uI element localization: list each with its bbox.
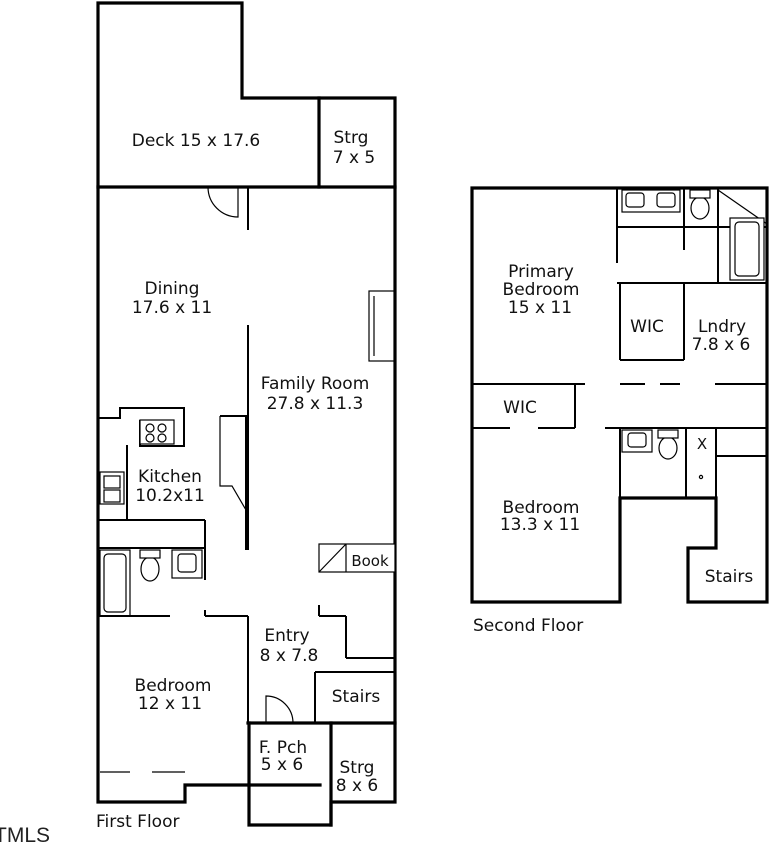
kitchen-counter-left — [97, 418, 128, 521]
stairs-label: Stairs — [332, 687, 381, 707]
dining-label: Dining — [145, 279, 200, 299]
hall-wic-label: WIC — [503, 398, 537, 418]
shower — [729, 217, 765, 281]
kitchen-counter-top — [98, 407, 185, 447]
storage-top-label: Strg — [334, 128, 369, 148]
primary-bedroom-label-2: Bedroom — [503, 280, 580, 300]
entry-dims: 8 x 7.8 — [260, 646, 319, 666]
bedroom-label: Bedroom — [135, 676, 212, 696]
entry-label: Entry — [264, 626, 309, 646]
second-stairs-label: Stairs — [705, 567, 754, 587]
primary-bedroom-label-1: Primary — [508, 262, 574, 282]
bathtub — [99, 549, 131, 617]
bedroom-dims: 12 x 11 — [138, 694, 202, 714]
hall-toilet — [658, 436, 678, 460]
porch-label: F. Pch — [259, 738, 307, 758]
kitchen-label: Kitchen — [138, 467, 202, 487]
family-room-label: Family Room — [261, 374, 370, 394]
deck-label: Deck 15 x 17.6 — [132, 131, 261, 151]
laundry-label: Lndry — [698, 317, 746, 337]
first-floor-caption: First Floor — [96, 812, 179, 832]
dining-dims: 17.6 x 11 — [132, 298, 212, 318]
second-bedroom-label: Bedroom — [503, 498, 580, 518]
primary-toilet — [690, 196, 710, 220]
second-floor-caption: Second Floor — [473, 616, 583, 636]
primary-wic-label: WIC — [630, 317, 664, 337]
storage-bottom-label: Strg — [340, 758, 375, 778]
watermark-logo: TMLS — [0, 824, 50, 845]
bath-sink — [171, 549, 203, 579]
kitchen-island — [220, 415, 247, 550]
kitchen-dims: 10.2x11 — [135, 486, 205, 506]
book-label: Book — [351, 552, 389, 570]
second-floor-plan — [470, 186, 769, 604]
fireplace — [368, 290, 395, 362]
laundry-dims: 7.8 x 6 — [692, 335, 751, 355]
deck-door — [207, 186, 239, 218]
toilet — [140, 556, 160, 582]
storage-bottom-dims: 8 x 6 — [336, 776, 379, 796]
porch-dims: 5 x 6 — [261, 755, 304, 775]
storage-top-dims: 7 x 5 — [333, 148, 376, 168]
first-floor-plan — [96, 1, 397, 827]
second-bedroom-dims: 13.3 x 11 — [500, 515, 580, 535]
second-floor-exterior-wall — [470, 186, 769, 604]
front-door — [265, 695, 294, 724]
cooktop — [139, 419, 175, 445]
family-room-dims: 27.8 x 11.3 — [267, 394, 364, 414]
closet-x-label: X — [697, 435, 707, 453]
primary-bedroom-dims: 15 x 11 — [508, 298, 572, 318]
